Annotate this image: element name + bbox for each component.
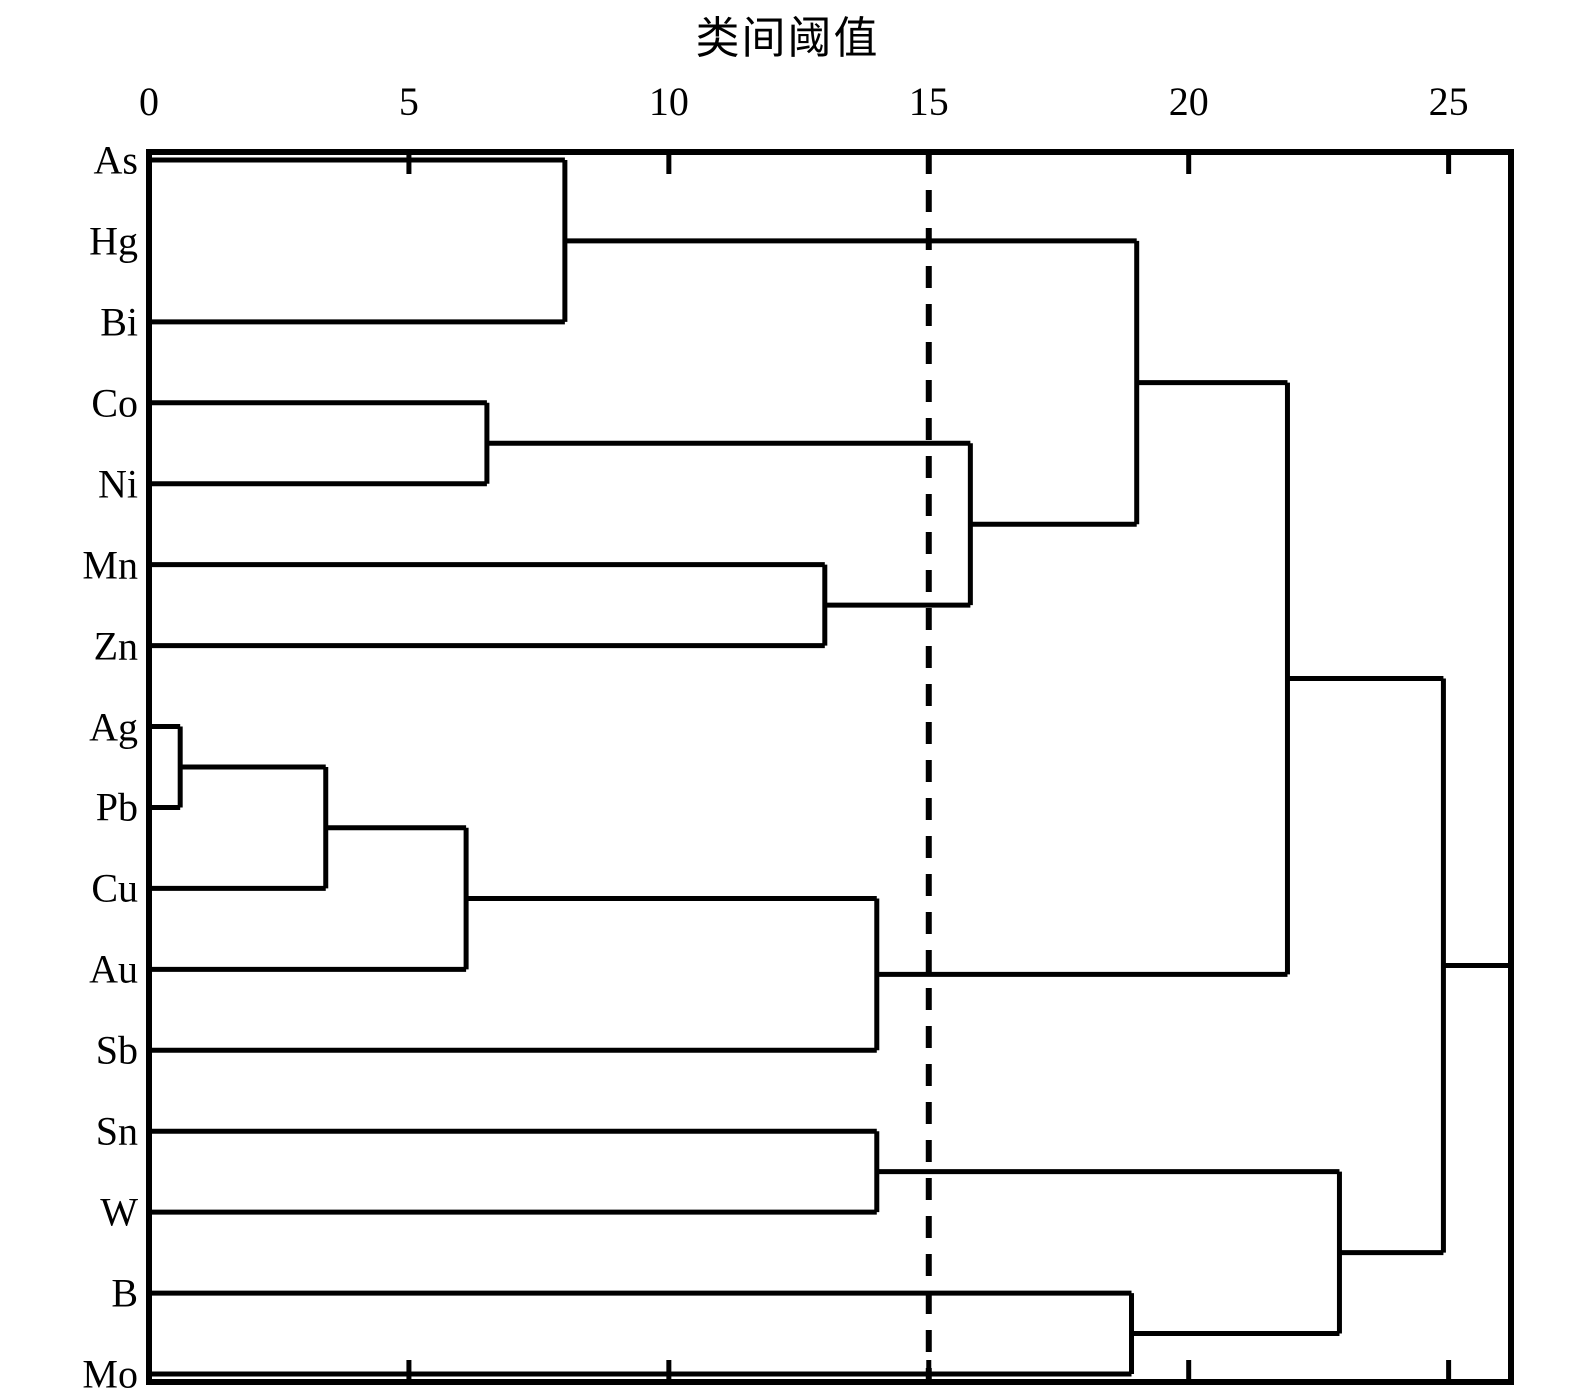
x-tick-label: 5 bbox=[398, 79, 419, 124]
leaf-label-mo: Mo bbox=[82, 1351, 138, 1390]
leaf-label-w: W bbox=[100, 1189, 138, 1235]
leaf-label-sb: Sb bbox=[95, 1027, 138, 1073]
axis-frame bbox=[146, 149, 1514, 1385]
x-axis-ticks bbox=[146, 152, 1452, 1382]
leaf-label-sn: Sn bbox=[95, 1108, 138, 1154]
leaf-label-ni: Ni bbox=[98, 461, 138, 507]
leaf-label-ag: Ag bbox=[89, 704, 138, 750]
leaf-label-b: B bbox=[111, 1270, 138, 1316]
leaf-label-as: As bbox=[93, 137, 138, 183]
leaf-label-au: Au bbox=[89, 946, 138, 992]
dendrogram-links bbox=[149, 157, 1511, 1377]
leaf-label-cu: Cu bbox=[91, 865, 138, 911]
x-tick-label: 15 bbox=[908, 79, 949, 124]
leaf-label-co: Co bbox=[91, 380, 138, 426]
x-tick-label: 0 bbox=[139, 79, 159, 124]
leaf-label-zn: Zn bbox=[93, 623, 138, 669]
leaf-label-pb: Pb bbox=[95, 784, 138, 830]
x-tick-label: 10 bbox=[648, 79, 689, 124]
page-title: 类间阈值 bbox=[695, 13, 880, 64]
leaf-label-mn: Mn bbox=[82, 542, 138, 588]
leaf-label-bi: Bi bbox=[100, 299, 138, 345]
x-tick-label: 25 bbox=[1428, 79, 1469, 124]
x-tick-label: 20 bbox=[1168, 79, 1209, 124]
leaf-label-hg: Hg bbox=[89, 218, 138, 264]
